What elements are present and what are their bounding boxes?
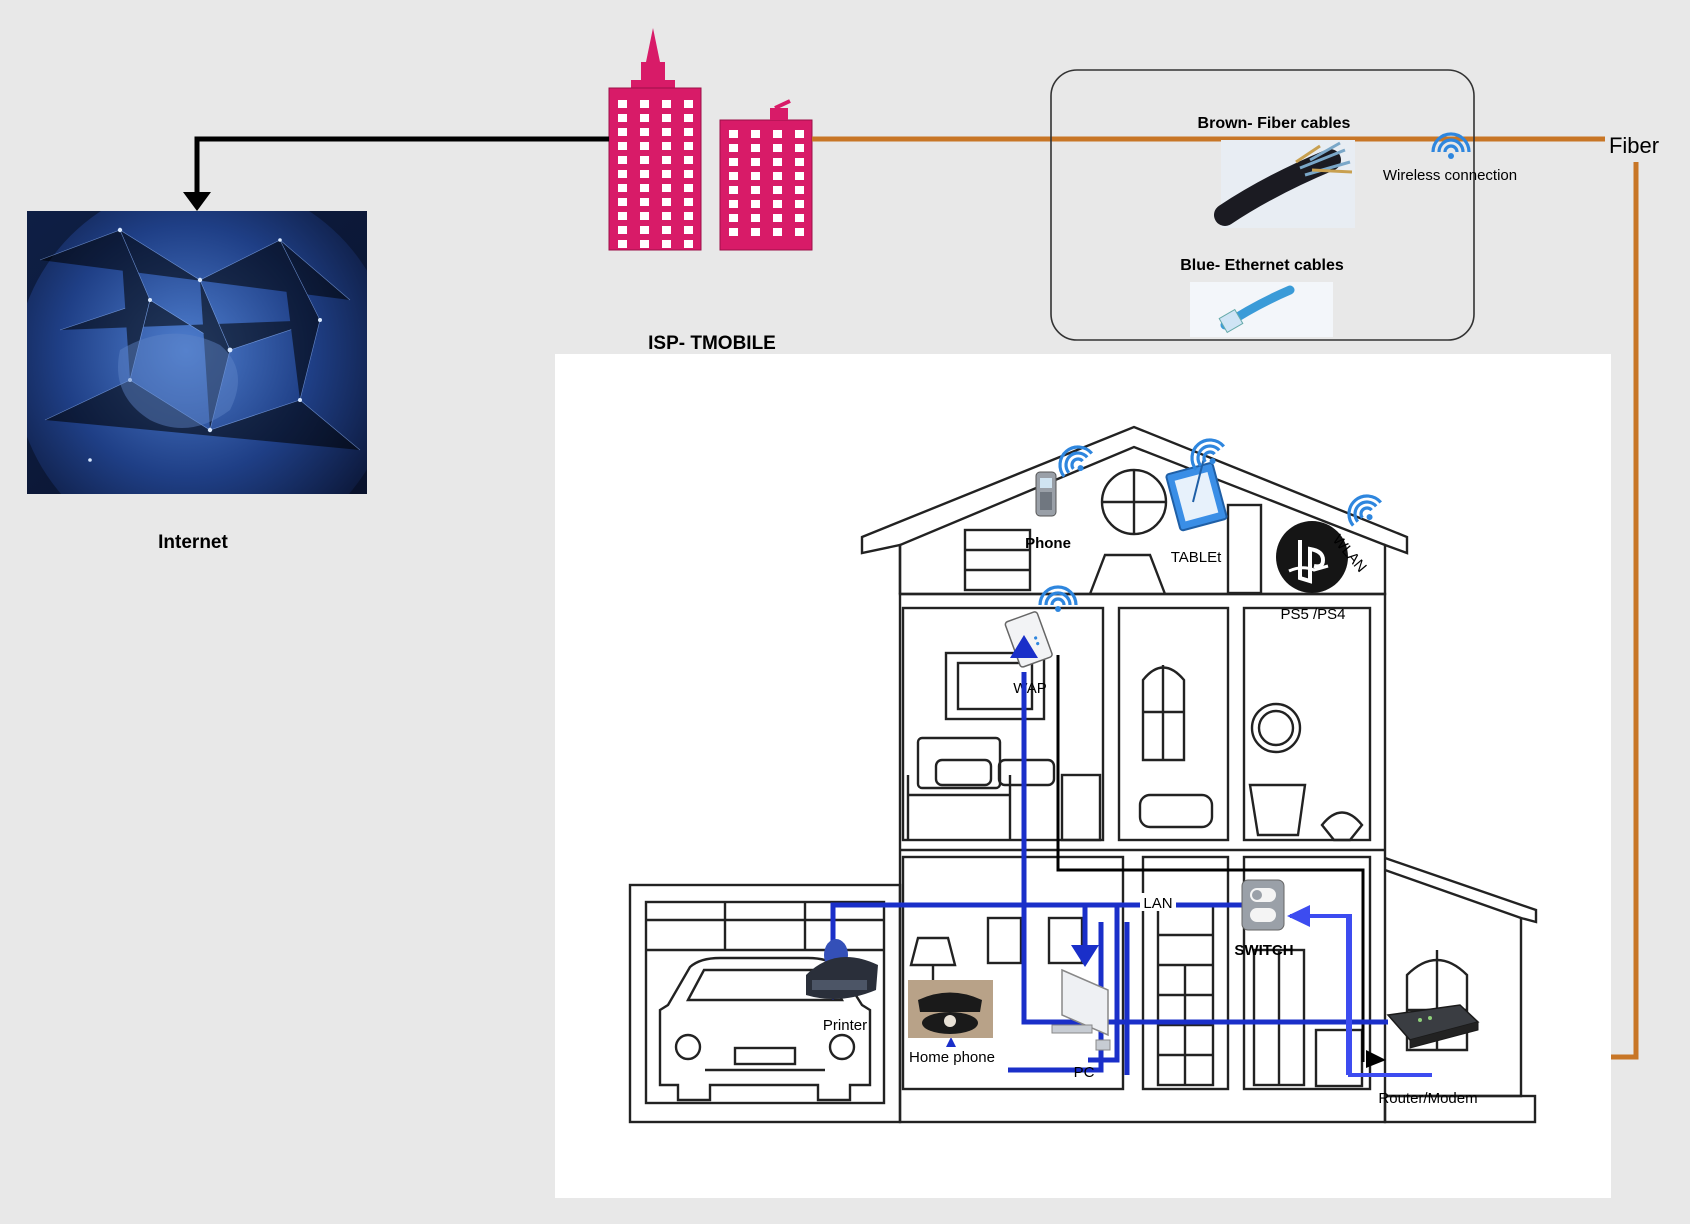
playstation-icon — [1276, 521, 1348, 593]
tablet-label: TABLEt — [1171, 549, 1222, 566]
switch-links — [1290, 914, 1432, 1077]
router-label: Router/Modem — [1378, 1090, 1477, 1107]
wap-label: WAP — [1013, 680, 1047, 697]
switch-device-icon — [1241, 879, 1285, 931]
wifi-icon — [1190, 438, 1226, 471]
fiber-cable-image — [1214, 140, 1355, 228]
home-phone-arrowhead — [946, 1037, 956, 1047]
wifi-icon — [1038, 585, 1078, 612]
wap-arrowhead — [1010, 635, 1038, 658]
black-arrowhead — [1366, 1050, 1386, 1068]
internet-label: Internet — [158, 532, 228, 553]
legend-wireless-label: Wireless connection — [1383, 167, 1517, 184]
home-phone-image — [908, 980, 993, 1038]
phone-icon — [1035, 471, 1057, 517]
switch-label: SWITCH — [1234, 942, 1293, 959]
wifi-icon — [1058, 445, 1094, 478]
internet-arrowhead — [183, 192, 211, 211]
pc-arrowhead — [1071, 945, 1099, 967]
home-phone-label: Home phone — [909, 1049, 995, 1066]
lan-label: LAN — [1143, 895, 1172, 912]
legend-fiber-label: Brown- Fiber cables — [1198, 115, 1351, 132]
legend-ethernet-label: Blue- Ethernet cables — [1180, 257, 1344, 274]
pc-icon — [1051, 968, 1111, 1051]
wifi-icon — [1347, 494, 1383, 527]
ps-label: PS5 /PS4 — [1280, 606, 1345, 623]
router-icon — [1386, 1004, 1480, 1049]
isp-to-internet-link — [194, 136, 609, 195]
ethernet-cable-image — [1190, 282, 1333, 337]
wifi-icon — [1431, 132, 1471, 159]
wap-to-router-link — [1056, 655, 1365, 1062]
internet-image — [27, 211, 367, 494]
phone-label: Phone — [1025, 535, 1071, 552]
tablet-icon — [1165, 462, 1228, 532]
switch-arrowhead — [1287, 905, 1310, 927]
printer-icon — [806, 939, 878, 999]
fiber-label: Fiber — [1609, 133, 1659, 158]
isp-windows — [618, 100, 804, 248]
lan-label-bg — [1140, 893, 1176, 911]
isp-label: ISP- TMOBILE — [648, 333, 776, 354]
legend-box — [1050, 69, 1475, 341]
pc-label: PC — [1074, 1064, 1095, 1081]
printer-label: Printer — [823, 1017, 867, 1034]
